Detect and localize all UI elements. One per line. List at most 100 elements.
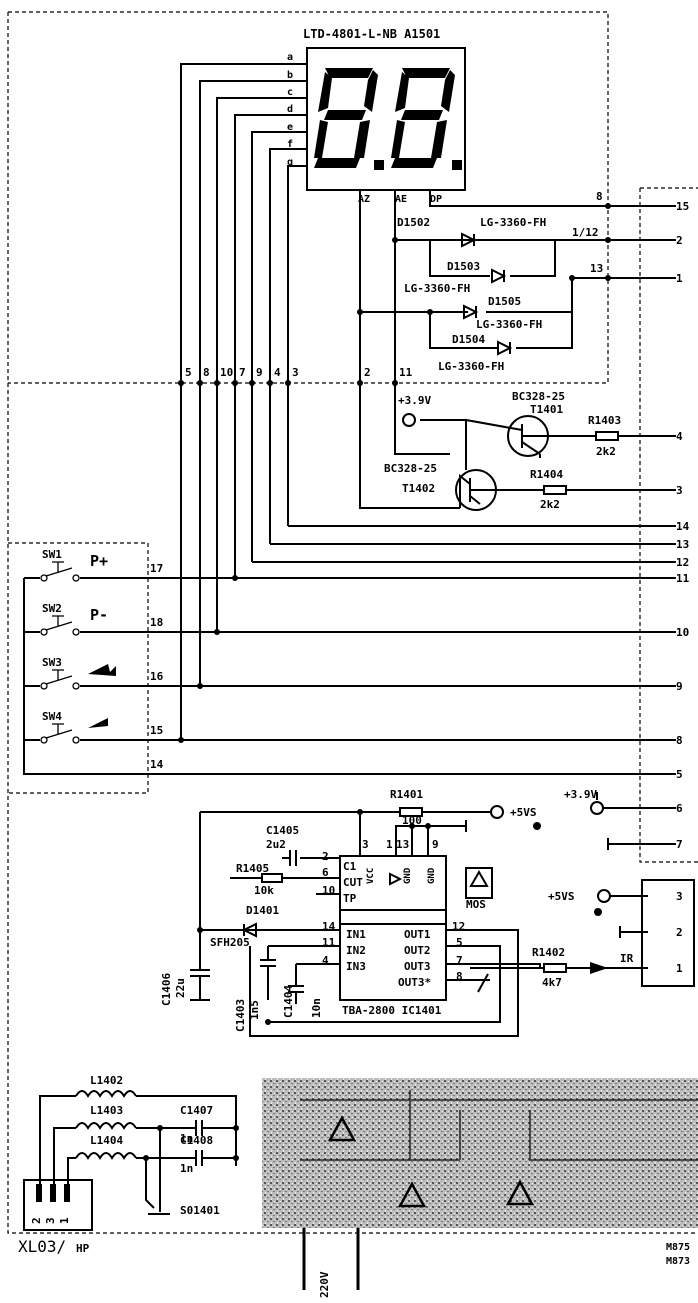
transistor-t1401 bbox=[465, 415, 549, 470]
sw1-label: SW1 bbox=[42, 548, 62, 561]
seg-g-label: g bbox=[287, 157, 293, 168]
c1406-label: C1406 bbox=[160, 973, 173, 1006]
sw2-label: SW2 bbox=[42, 602, 62, 615]
xl03-pin-1: 1 bbox=[58, 1217, 71, 1224]
pin-2: 2 bbox=[364, 366, 371, 379]
diode-d1401 bbox=[241, 922, 257, 938]
sw3-label: SW3 bbox=[42, 656, 62, 669]
transistor-t1402 bbox=[455, 469, 540, 511]
ic-tba2800 bbox=[339, 923, 447, 1001]
sw2-symbol: P- bbox=[90, 606, 108, 624]
r1402-val: 4k7 bbox=[542, 976, 562, 989]
pin-11: 11 bbox=[399, 366, 413, 379]
sw1-symbol: P+ bbox=[90, 552, 108, 570]
conn-7: 7 bbox=[676, 838, 683, 851]
r1404-label: R1404 bbox=[530, 468, 563, 481]
seg-f-label: f bbox=[287, 139, 293, 150]
l1403-label: L1403 bbox=[90, 1104, 123, 1117]
sfh205-label: SFH205 bbox=[210, 936, 250, 949]
c1406-val: 22u bbox=[174, 978, 187, 998]
conn-1: 1 bbox=[676, 272, 683, 285]
d1504-type: LG-3360-FH bbox=[438, 360, 504, 373]
pin-8: 8 bbox=[203, 366, 210, 379]
xl03-connector bbox=[23, 1179, 93, 1231]
resistor-r1403 bbox=[595, 431, 619, 441]
l1402-label: L1402 bbox=[90, 1074, 123, 1087]
ic-vcc: VCC bbox=[366, 868, 376, 884]
c1405-val: 2u2 bbox=[266, 838, 286, 851]
ir-pin-3: 3 bbox=[676, 890, 683, 903]
resistor-r1402 bbox=[543, 963, 567, 973]
ic-in1: IN1 bbox=[346, 928, 366, 941]
conn-13: 13 bbox=[676, 538, 689, 551]
v39-label-2: +3.9V bbox=[564, 788, 597, 801]
ic-pin-7: 7 bbox=[456, 954, 463, 967]
ic-pin-1: 1 bbox=[386, 838, 393, 851]
t1401-type: BC328-25 bbox=[512, 390, 565, 403]
l1404-label: L1404 bbox=[90, 1134, 123, 1147]
seg-e-label: e bbox=[287, 122, 293, 133]
v5vs-label-2: +5VS bbox=[548, 890, 575, 903]
mains-voltage-label: 220V bbox=[318, 1271, 331, 1298]
r1405-label: R1405 bbox=[236, 862, 269, 875]
sw-gnd-pin: 14 bbox=[150, 758, 164, 771]
d1503-type: LG-3360-FH bbox=[404, 282, 470, 295]
pin-az-label: AZ bbox=[358, 194, 370, 205]
conn-14: 14 bbox=[676, 520, 690, 533]
pin-9: 9 bbox=[256, 366, 263, 379]
resistor-r1404 bbox=[543, 485, 567, 495]
ic-pin-13: 13 bbox=[396, 838, 409, 851]
r1402-label: R1402 bbox=[532, 946, 565, 959]
mos-badge bbox=[465, 867, 493, 899]
ic-c1: C1 bbox=[343, 860, 357, 873]
ic-out1: OUT1 bbox=[404, 928, 431, 941]
c1408-val: 1n bbox=[180, 1162, 193, 1175]
c1403-label: C1403 bbox=[234, 999, 247, 1032]
ic-pin-12: 12 bbox=[452, 920, 465, 933]
seven-segment-display bbox=[306, 47, 466, 191]
xl03-sub: HP bbox=[76, 1242, 90, 1255]
xl03-pin-2: 2 bbox=[30, 1217, 43, 1224]
t1402-label: T1402 bbox=[402, 482, 435, 495]
d1504-label: D1504 bbox=[452, 333, 485, 346]
ic-upper bbox=[339, 855, 447, 911]
supply-5vs-terminal bbox=[490, 805, 504, 819]
conn-8: 8 bbox=[676, 734, 683, 747]
ic-pin-2: 2 bbox=[322, 850, 329, 863]
sw4-label: SW4 bbox=[42, 710, 62, 723]
t1402-type: BC328-25 bbox=[384, 462, 437, 475]
resistor-r1401 bbox=[399, 807, 423, 817]
conn-11: 11 bbox=[676, 572, 690, 585]
conn-5: 5 bbox=[676, 768, 683, 781]
r1404-val: 2k2 bbox=[540, 498, 560, 511]
conn-6: 6 bbox=[676, 802, 683, 815]
ic-in2: IN2 bbox=[346, 944, 366, 957]
mos-label: MOS bbox=[466, 898, 486, 911]
ic-out3star: OUT3* bbox=[398, 976, 431, 989]
r1403-label: R1403 bbox=[588, 414, 621, 427]
pin-5: 5 bbox=[185, 366, 192, 379]
r1405-val: 10k bbox=[254, 884, 274, 897]
xl03-pin-3: 3 bbox=[44, 1217, 57, 1224]
ic-pin-14: 14 bbox=[322, 920, 336, 933]
ir-pin-1: 1 bbox=[676, 962, 683, 975]
ic-tp: TP bbox=[343, 892, 357, 905]
pin-ae-label: AE bbox=[395, 194, 407, 205]
ic-pin-6: 6 bbox=[322, 866, 329, 879]
sw4-pin: 15 bbox=[150, 724, 163, 737]
d1505-label: D1505 bbox=[488, 295, 521, 308]
sw2-pin: 18 bbox=[150, 616, 163, 629]
pin-4: 4 bbox=[274, 366, 281, 379]
supply-5vs-terminal-2 bbox=[597, 889, 611, 903]
d1505-type: LG-3360-FH bbox=[476, 318, 542, 331]
net-1-12: 1/12 bbox=[572, 226, 599, 239]
ic-pin-4: 4 bbox=[322, 954, 329, 967]
conn-4: 4 bbox=[676, 430, 683, 443]
c1408-label: C1408 bbox=[180, 1134, 213, 1147]
c1405-label: C1405 bbox=[266, 824, 299, 837]
ic-name: TBA-2800 IC1401 bbox=[342, 1004, 442, 1017]
display-part-label: LTD-4801-L-NB A1501 bbox=[303, 27, 440, 41]
corner-label-1: M875 bbox=[666, 1242, 690, 1253]
conn-3: 3 bbox=[676, 484, 683, 497]
